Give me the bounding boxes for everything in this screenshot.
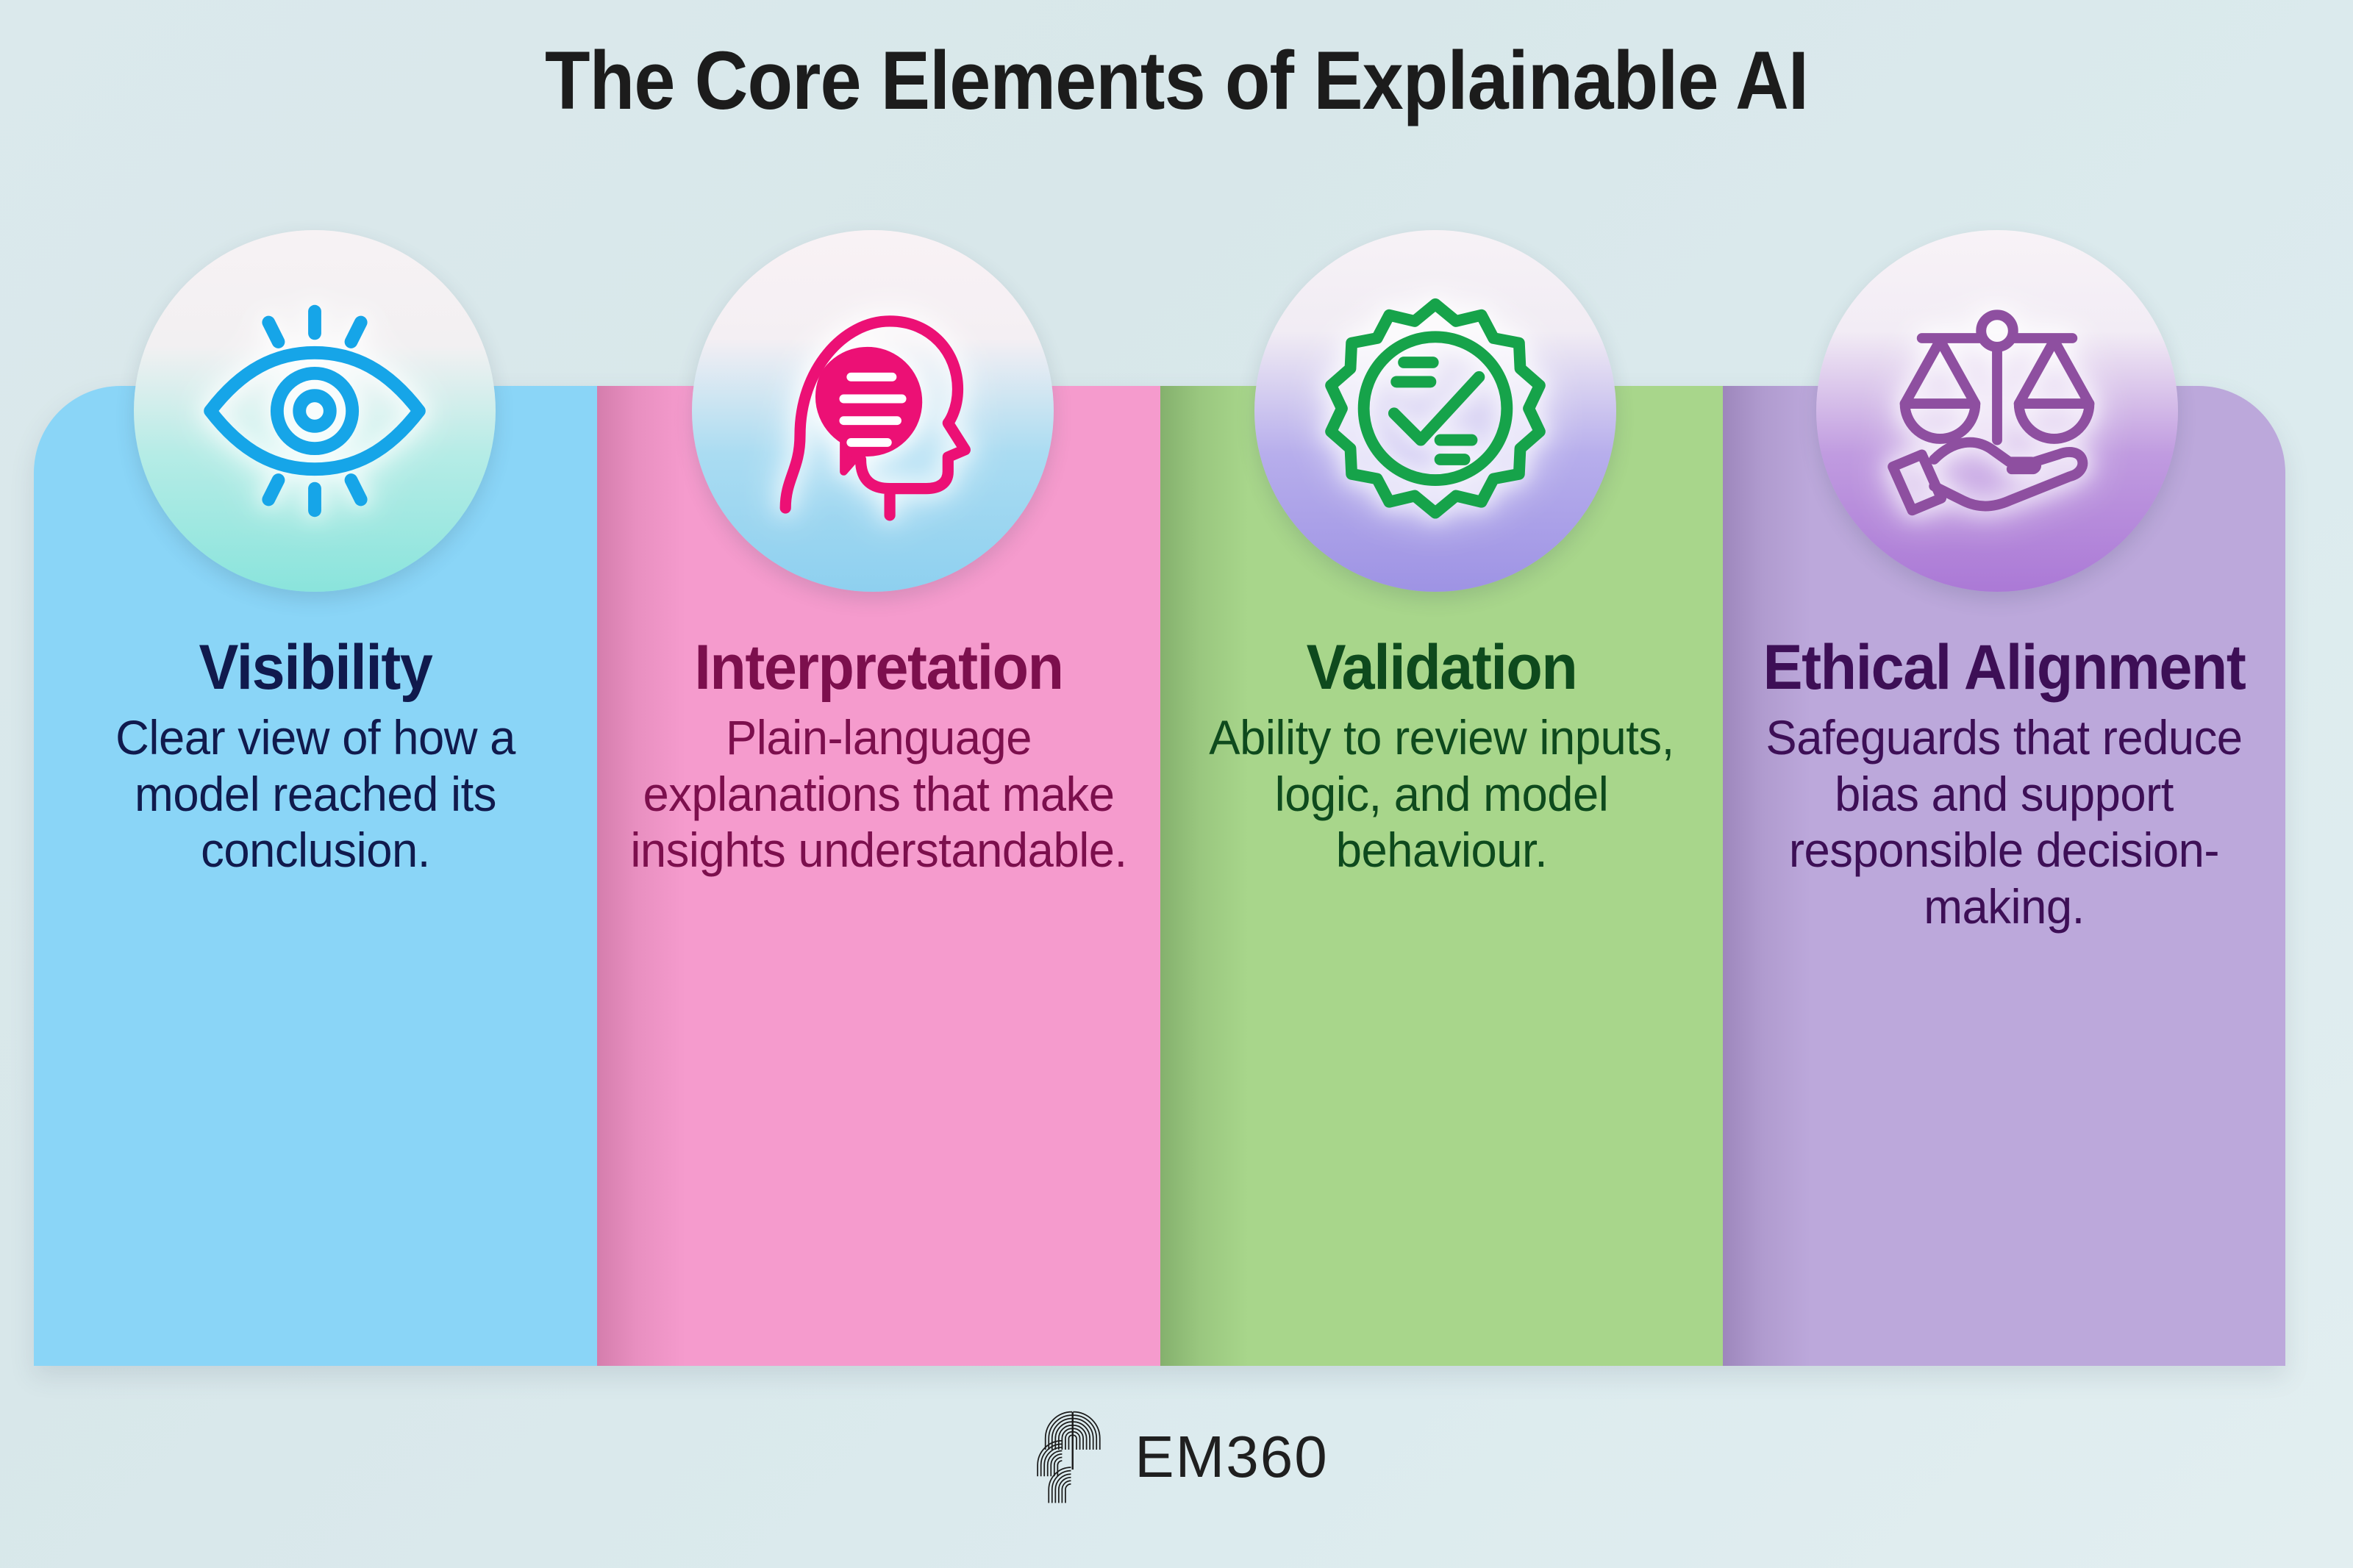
column-body-visibility: Clear view of how a model reached its co… — [115, 710, 515, 878]
column-body-ethical-alignment: Safeguards that reduce bias and support … — [1765, 710, 2243, 934]
column-heading-interpretation: Interpretation — [694, 632, 1064, 703]
column-body-validation: Ability to review inputs, logic, and mod… — [1209, 710, 1674, 878]
page-title: The Core Elements of Explainable AI — [545, 35, 1809, 126]
column-heading-validation: Validation — [1306, 632, 1578, 703]
eye-icon — [204, 304, 426, 518]
verified-badge-check-icon — [1325, 298, 1546, 519]
head-speech-bubble-icon — [779, 315, 971, 521]
icon-badge-validation — [1254, 230, 1616, 592]
scales-in-hand-icon — [1888, 309, 2095, 516]
icon-badge-interpretation — [692, 230, 1054, 592]
em360-concentric-arcs-logo — [1037, 1411, 1101, 1503]
icon-badge-ethical-alignment — [1816, 230, 2178, 592]
icon-badge-visibility — [134, 230, 496, 592]
footer-logo: EM360 — [0, 1400, 2353, 1508]
em360-wordmark: EM360 — [1135, 1424, 1329, 1489]
column-heading-visibility: Visibility — [199, 632, 433, 703]
column-body-interpretation: Plain-language explanations that make in… — [630, 710, 1127, 878]
column-heading-ethical-alignment: Ethical Alignment — [1763, 632, 2246, 703]
